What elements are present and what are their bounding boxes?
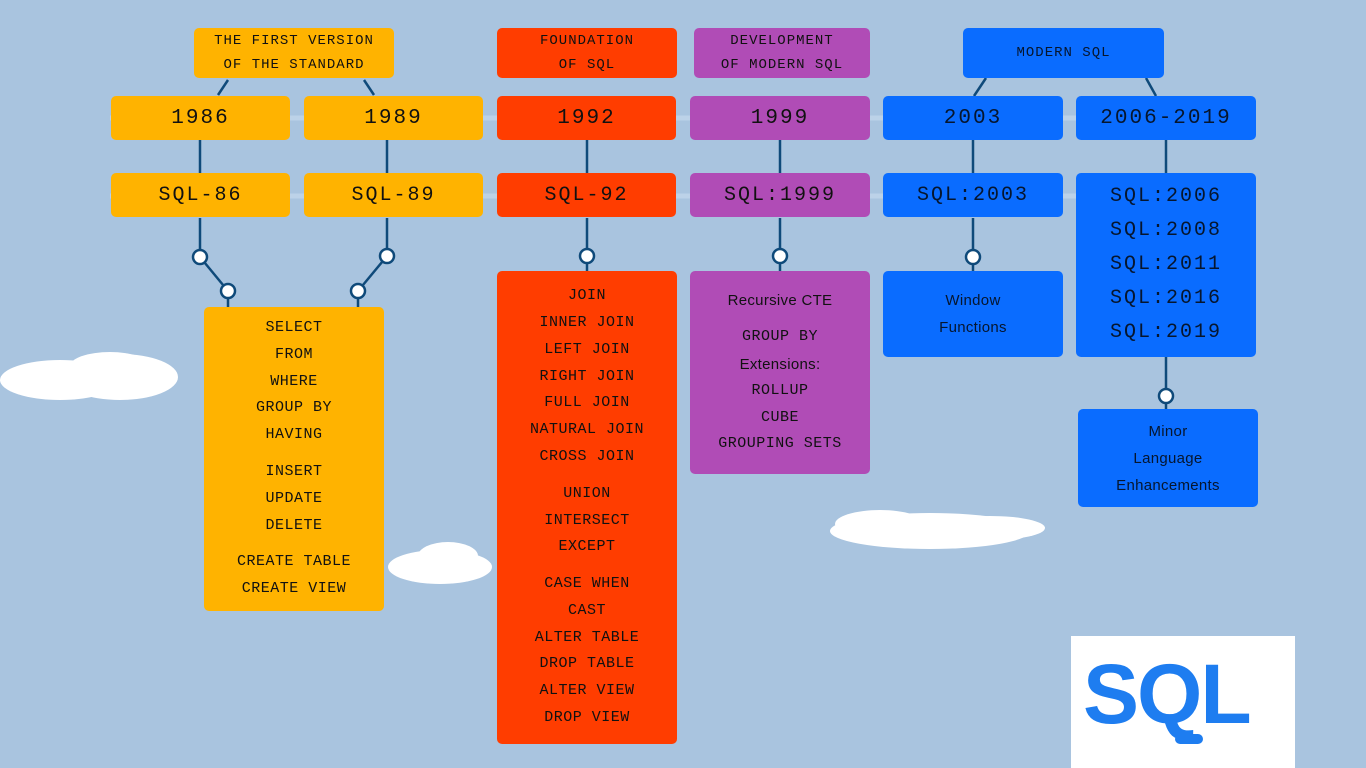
feature-item: RIGHT JOIN	[539, 367, 635, 385]
feature-item: NATURAL JOIN	[529, 421, 645, 439]
timeline-band	[110, 115, 1256, 199]
features-sql-92: JOIN INNER JOIN LEFT JOIN RIGHT JOIN FUL…	[497, 271, 677, 744]
standard-item: SQL:2016	[1109, 287, 1222, 310]
feature-item: DROP VIEW	[544, 709, 630, 727]
sql-logo-mark	[1175, 734, 1203, 744]
feature-item: CAST	[567, 601, 606, 619]
standard-sql-1999: SQL:1999	[690, 173, 870, 217]
feature-item: CROSS JOIN	[539, 447, 635, 465]
feature-item: HAVING	[265, 426, 323, 444]
feature-item: DELETE	[265, 516, 323, 534]
feature-item: FROM	[274, 345, 313, 363]
sql-logo-text: SQL	[1083, 647, 1252, 741]
standard-sql-86: SQL-86	[111, 173, 290, 217]
feature-item: GROUPING SETS	[718, 435, 842, 453]
era-modern: MODERN SQL	[963, 28, 1164, 78]
feature-item: Language	[1133, 449, 1203, 467]
feature-item: INNER JOIN	[539, 313, 635, 331]
year-2003: 2003	[883, 96, 1063, 140]
features-sql-86-89: SELECT FROM WHERE GROUP BY HAVING INSERT…	[204, 307, 384, 611]
feature-item: DROP TABLE	[539, 655, 635, 673]
feature-item: EXCEPT	[558, 538, 616, 556]
connector-nodes	[191, 247, 1175, 405]
standard-sql-89: SQL-89	[304, 173, 483, 217]
feature-item: SELECT	[265, 319, 323, 337]
cloud	[388, 542, 492, 584]
feature-item: Minor	[1148, 422, 1188, 440]
standard-sql-92: SQL-92	[497, 173, 676, 217]
feature-item: Functions	[939, 319, 1007, 336]
features-sql-2003: Window Functions	[883, 271, 1063, 357]
era-foundation: FOUNDATION OF SQL	[497, 28, 677, 78]
feature-item: CUBE	[760, 408, 799, 426]
feature-item: LEFT JOIN	[544, 340, 630, 358]
standard-list-2006-2019: SQL:2006 SQL:2008 SQL:2011 SQL:2016 SQL:…	[1076, 173, 1256, 357]
feature-item: UPDATE	[265, 489, 323, 507]
year-1986: 1986	[111, 96, 290, 140]
era-development: DEVELOPMENT OF MODERN SQL	[694, 28, 870, 78]
feature-item: INSERT	[265, 463, 323, 480]
feature-item: Extensions:	[739, 355, 821, 373]
feature-item: GROUP BY	[255, 399, 332, 417]
year-1989: 1989	[304, 96, 483, 140]
era-first-version-line1: THE FIRST VERSION	[214, 33, 374, 49]
era-first-version: THE FIRST VERSION OF THE STANDARD	[194, 28, 394, 78]
year-2006-2019: 2006-2019	[1076, 96, 1256, 140]
sql-logo: SQL	[1071, 636, 1295, 768]
feature-item: ROLLUP	[751, 381, 809, 399]
era-foundation-line1: FOUNDATION	[539, 33, 634, 49]
era-development-line2: OF MODERN SQL	[720, 57, 844, 73]
feature-item: WHERE	[270, 372, 318, 390]
feature-item: CREATE TABLE	[236, 553, 352, 571]
era-first-version-line2: OF THE STANDARD	[223, 57, 365, 73]
cloud	[830, 510, 1045, 549]
feature-item: CREATE VIEW	[241, 580, 347, 598]
feature-item: GROUP BY	[741, 327, 818, 345]
feature-item: UNION	[563, 484, 611, 502]
feature-item: JOIN	[567, 287, 606, 305]
feature-item: CASE WHEN	[544, 575, 630, 593]
features-sql-1999: Recursive CTE GROUP BY Extensions: ROLLU…	[690, 271, 870, 474]
feature-item: ALTER TABLE	[534, 628, 640, 646]
standard-item: SQL:2006	[1109, 185, 1222, 208]
feature-item: Window	[945, 292, 1001, 309]
year-1992: 1992	[497, 96, 676, 140]
year-1999: 1999	[690, 96, 870, 140]
feature-item: Recursive CTE	[727, 291, 833, 309]
standard-item: SQL:2011	[1109, 253, 1222, 276]
era-foundation-line2: OF SQL	[558, 57, 616, 73]
standard-item: SQL:2008	[1109, 219, 1222, 242]
standard-item: SQL:2019	[1109, 321, 1222, 344]
feature-item: Enhancements	[1116, 476, 1220, 494]
features-sql-2006-2019: Minor Language Enhancements	[1078, 409, 1258, 507]
cloud	[0, 352, 178, 400]
era-modern-label: MODERN SQL	[1016, 45, 1111, 61]
feature-item: INTERSECT	[544, 511, 630, 529]
feature-item: FULL JOIN	[544, 394, 630, 412]
standard-sql-2003: SQL:2003	[883, 173, 1063, 217]
feature-item: ALTER VIEW	[539, 682, 635, 700]
era-development-line1: DEVELOPMENT	[730, 33, 834, 49]
